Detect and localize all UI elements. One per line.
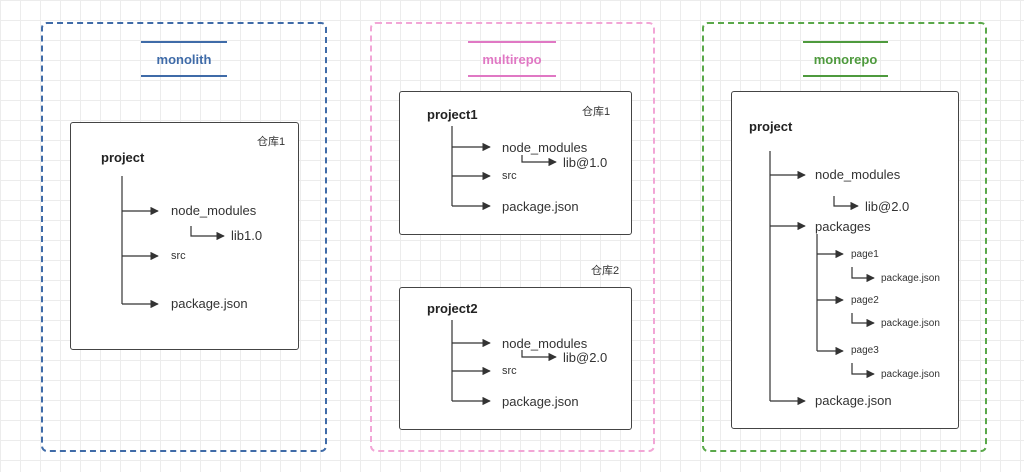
project1-label: project1 bbox=[427, 107, 478, 122]
page3-label: page3 bbox=[851, 345, 879, 356]
monolith-panel bbox=[41, 22, 327, 452]
monorepo-title: monorepo bbox=[803, 41, 888, 77]
monolith-repo-box bbox=[70, 122, 299, 350]
monorepo-node-modules: node_modules bbox=[815, 167, 901, 182]
project1-node-modules: node_modules bbox=[502, 140, 588, 155]
monolith-title: monolith bbox=[141, 41, 227, 77]
monorepo-lib: lib@2.0 bbox=[865, 199, 910, 214]
monorepo-project-label: project bbox=[749, 119, 793, 134]
project1-lib: lib@1.0 bbox=[563, 155, 608, 170]
monorepo-box bbox=[731, 91, 959, 429]
project2-lib: lib@2.0 bbox=[563, 350, 608, 365]
page1-package-json: package.json bbox=[881, 273, 940, 284]
monorepo-packages: packages bbox=[815, 219, 871, 234]
multirepo-repo2-label: 仓库2 bbox=[591, 265, 620, 277]
project2-package-json: package.json bbox=[502, 394, 579, 409]
project1-package-json: package.json bbox=[502, 199, 579, 214]
monolith-node-modules: node_modules bbox=[171, 203, 257, 218]
monolith-project-label: project bbox=[101, 150, 145, 165]
monolith-package-json: package.json bbox=[171, 296, 248, 311]
page2-label: page2 bbox=[851, 295, 879, 306]
project1-src: src bbox=[502, 170, 517, 182]
multirepo-title: multirepo bbox=[468, 41, 556, 77]
multirepo-panel bbox=[370, 22, 655, 452]
monorepo-package-json: package.json bbox=[815, 393, 892, 408]
monorepo-panel bbox=[702, 22, 987, 452]
project1-box bbox=[399, 91, 632, 235]
monolith-src: src bbox=[171, 250, 186, 262]
monolith-lib: lib1.0 bbox=[231, 228, 263, 243]
project2-src: src bbox=[502, 365, 517, 377]
project2-box bbox=[399, 287, 632, 430]
page1-label: page1 bbox=[851, 249, 879, 260]
page3-package-json: package.json bbox=[881, 369, 940, 380]
monolith-repo-label: 仓库1 bbox=[257, 136, 286, 148]
multirepo-repo1-label: 仓库1 bbox=[582, 106, 611, 118]
project2-node-modules: node_modules bbox=[502, 336, 588, 351]
page2-package-json: package.json bbox=[881, 318, 940, 329]
project2-label: project2 bbox=[427, 301, 478, 316]
